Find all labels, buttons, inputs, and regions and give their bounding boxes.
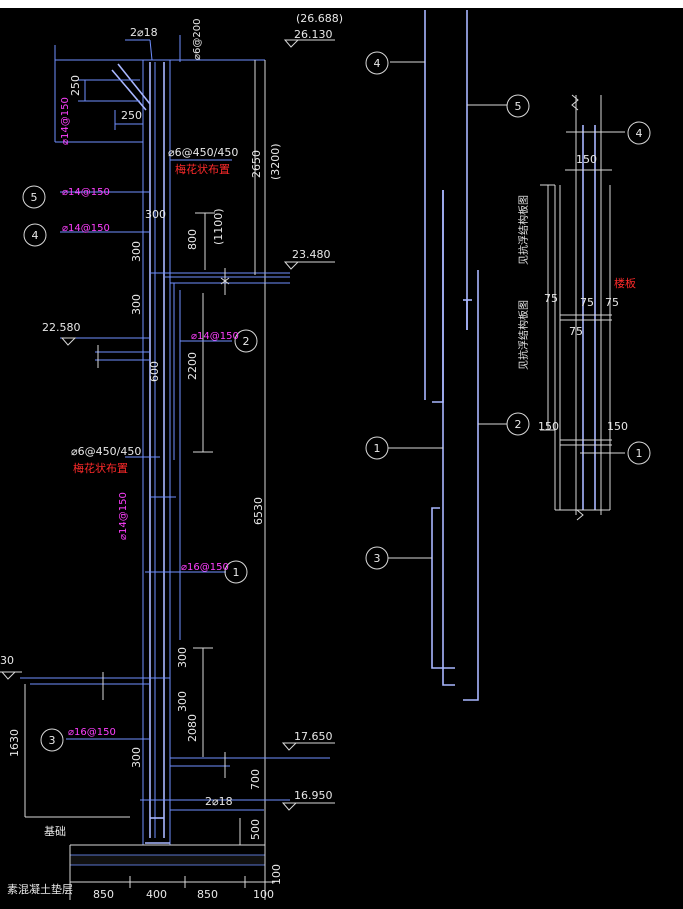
dim-700: 700 [249, 769, 262, 790]
elev-23480: 23.480 [292, 248, 331, 261]
svg-text:4: 4 [374, 57, 381, 70]
callout-circle-4-left[interactable]: 4 [23, 223, 47, 247]
label-foundation: 基础 [44, 825, 66, 838]
callout-circle-5-mid[interactable]: 5 [506, 94, 530, 118]
svg-text:4: 4 [32, 229, 39, 242]
dim-250-vert: 250 [69, 75, 82, 96]
dim-300-b: 300 [130, 241, 143, 262]
label-top-rebar: 2⌀18 [130, 26, 158, 39]
label-rebar-vert: ⌀14@150 [118, 492, 129, 540]
callout-circle-4-mid[interactable]: 4 [365, 51, 389, 75]
elev-26130: 26.130 [294, 28, 333, 41]
dim-150-right: 150 [607, 420, 628, 433]
dim-300-f: 300 [130, 747, 143, 768]
svg-text:1: 1 [636, 447, 643, 460]
svg-text:5: 5 [31, 191, 38, 204]
dim-6530: 6530 [252, 497, 265, 525]
callout-circle-1-left[interactable]: 1 [224, 560, 248, 584]
svg-text:1: 1 [374, 442, 381, 455]
callout-circle-5-left[interactable]: 5 [22, 185, 46, 209]
dim-75-a: 75 [544, 292, 558, 305]
dim-2200: 2200 [186, 352, 199, 380]
dim-250-horiz: 250 [121, 109, 142, 122]
callout-circle-4-right[interactable]: 4 [627, 121, 651, 145]
dim-75-b: 75 [580, 296, 594, 309]
dim-3200: (3200) [269, 143, 282, 180]
label-tie-spacing: ⌀6@200 [192, 19, 203, 60]
elev-17650: 17.650 [294, 730, 333, 743]
label-rebar-1: ⌀16@150 [181, 562, 229, 573]
elev-22580: 22.580 [42, 321, 81, 334]
dim-150-top: 150 [576, 153, 597, 166]
label-plum-layout-b: 梅花状布置 [73, 461, 128, 475]
dim-400: 400 [146, 888, 167, 901]
elev-26688: (26.688) [296, 12, 343, 25]
svg-text:4: 4 [636, 127, 643, 140]
dim-75-d: 75 [569, 325, 583, 338]
svg-text:3: 3 [49, 734, 56, 747]
dim-300-c: 300 [130, 294, 143, 315]
callout-circle-1-right[interactable]: 1 [627, 441, 651, 465]
dim-100-right: 100 [270, 864, 283, 885]
dim-1100: (1100) [212, 208, 225, 245]
rebar-schematic-middle [388, 10, 507, 701]
dim-850-a: 850 [93, 888, 114, 901]
label-tie-pattern-a: ⌀6@450/450 [168, 146, 238, 159]
wall-section-left [0, 35, 335, 900]
label-cushion: 素混凝土垫层 [7, 882, 73, 896]
dim-2650: 2650 [250, 150, 263, 178]
label-floor-slab: 楼板 [614, 276, 636, 290]
slab-section-right [540, 94, 625, 521]
svg-text:2: 2 [515, 418, 522, 431]
dim-150-left: 150 [538, 420, 559, 433]
dim-300-a: 300 [145, 208, 166, 221]
dim-500: 500 [249, 819, 262, 840]
dim-850-b: 850 [197, 888, 218, 901]
dim-1630: 1630 [8, 729, 21, 757]
label-rebar-2: ⌀14@150 [191, 331, 239, 342]
label-rebar-4: ⌀14@150 [62, 223, 110, 234]
label-rebar-5: ⌀14@150 [62, 187, 110, 198]
label-tie-pattern-b: ⌀6@450/450 [71, 445, 141, 458]
label-rebar-3: ⌀16@150 [68, 727, 116, 738]
svg-text:1: 1 [233, 566, 240, 579]
label-plum-layout-a: 梅花状布置 [175, 162, 230, 176]
svg-text:5: 5 [515, 100, 522, 113]
label-range-2: 见抗浮结构板图 [517, 300, 530, 370]
label-left-edge: 30 [0, 654, 14, 667]
elev-16950: 16.950 [294, 789, 333, 802]
callout-circle-3-mid[interactable]: 3 [365, 546, 389, 570]
drawing-area [0, 8, 683, 909]
dim-600: 600 [148, 361, 161, 382]
dim-800: 800 [186, 229, 199, 250]
label-bottom-rebar: 2⌀18 [205, 795, 233, 808]
dim-300-d: 300 [176, 647, 189, 668]
dim-300-e: 300 [176, 691, 189, 712]
dim-2080: 2080 [186, 714, 199, 742]
svg-text:3: 3 [374, 552, 381, 565]
callout-circle-1-mid[interactable]: 1 [365, 436, 389, 460]
callout-circle-2-left[interactable]: 2 [234, 329, 258, 353]
dim-75-c: 75 [605, 296, 619, 309]
label-rebar-left: ⌀14@150 [60, 97, 71, 145]
dim-100: 100 [253, 888, 274, 901]
svg-text:2: 2 [243, 335, 250, 348]
callout-circle-3-left[interactable]: 3 [40, 728, 64, 752]
callout-circle-2-mid[interactable]: 2 [506, 412, 530, 436]
label-range-1: 见抗浮结构板图 [517, 195, 530, 265]
